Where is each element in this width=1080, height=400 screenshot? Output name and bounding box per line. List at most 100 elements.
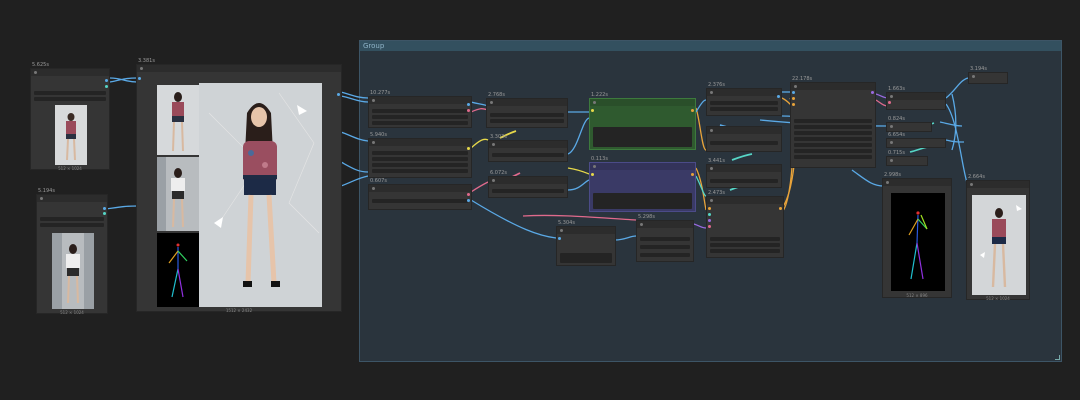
collapse-dot[interactable] [34,71,37,74]
prompt-text-area[interactable] [593,127,692,147]
collapse-dot[interactable] [372,99,375,102]
input-port[interactable] [708,213,711,216]
workflow-node[interactable]: 3.441s [706,158,782,188]
workflow-node[interactable]: 3.194s [968,66,1008,84]
input-port[interactable] [888,101,891,104]
input-port[interactable] [138,77,141,80]
output-image-node[interactable]: 2.664s 512 × 1024 [966,174,1030,301]
group-resize-handle[interactable] [1055,355,1060,360]
collapse-dot[interactable] [890,125,893,128]
workflow-node[interactable]: 2.376s [706,82,782,116]
input-port[interactable] [708,225,711,228]
workflow-node[interactable]: 5.940s [368,132,472,178]
collapse-dot[interactable] [972,75,975,78]
output-port[interactable] [467,199,470,202]
output-port[interactable] [691,109,694,112]
widget[interactable] [372,109,468,113]
widget[interactable] [372,199,468,203]
widget[interactable] [372,121,468,125]
output-port[interactable] [467,193,470,196]
positive-prompt-node[interactable]: 1.222s [589,92,696,150]
collapse-dot[interactable] [794,85,797,88]
widget[interactable] [492,153,564,157]
workflow-node[interactable]: 6.072s [488,170,568,198]
widget[interactable] [710,243,780,247]
widget[interactable] [40,223,104,227]
widget[interactable] [34,97,106,101]
collapse-dot[interactable] [492,179,495,182]
workflow-node[interactable]: 22.178s [790,76,876,168]
workflow-node[interactable] [706,126,782,152]
widget[interactable] [794,119,872,123]
widget[interactable] [794,149,872,153]
output-port[interactable] [467,109,470,112]
output-port[interactable] [103,207,106,210]
widget[interactable] [710,249,780,253]
input-port[interactable] [591,109,594,112]
widget[interactable] [492,189,564,193]
collapse-dot[interactable] [710,91,713,94]
input-port[interactable] [558,237,561,240]
collapse-dot[interactable] [710,129,713,132]
collapse-dot[interactable] [372,141,375,144]
widget[interactable] [34,91,106,95]
collapse-dot[interactable] [492,143,495,146]
input-port[interactable] [792,97,795,100]
input-port[interactable] [708,207,711,210]
widget[interactable] [794,125,872,129]
widget[interactable] [794,137,872,141]
widget[interactable] [372,115,468,119]
pose-preview-node[interactable]: 2.998s 512 × 896 [882,172,952,298]
output-port[interactable] [871,91,874,94]
collapse-dot[interactable] [140,67,143,70]
widget[interactable] [372,169,468,173]
workflow-node[interactable]: 0.607s [368,178,472,210]
workflow-node[interactable]: 5.304s [556,220,616,266]
collapse-dot[interactable] [890,95,893,98]
collapse-dot[interactable] [372,187,375,190]
input-port[interactable] [792,91,795,94]
pose-thumbnail-preview[interactable] [157,233,199,307]
workflow-node[interactable]: 0.824s [886,116,932,132]
workflow-node[interactable]: 3.303s [488,134,568,162]
widget[interactable] [794,155,872,159]
collapse-dot[interactable] [593,165,596,168]
output-port[interactable] [777,95,780,98]
output-port[interactable] [105,79,108,82]
output-port[interactable] [779,207,782,210]
output-port[interactable] [103,212,106,215]
collapse-dot[interactable] [890,159,893,162]
widget[interactable] [372,157,468,161]
output-image-preview[interactable] [972,195,1026,295]
main-image-preview[interactable] [199,83,322,307]
prompt-text-area[interactable] [593,193,692,209]
collapse-dot[interactable] [560,229,563,232]
negative-prompt-node[interactable]: 0.113s [589,156,696,212]
input-port[interactable] [792,103,795,106]
workflow-node[interactable]: 0.715s [886,150,928,166]
collapse-dot[interactable] [640,223,643,226]
collapse-dot[interactable] [710,167,713,170]
workflow-node[interactable]: 10.277s [368,90,472,128]
image-batch-preview-node[interactable]: 3.381s [136,58,342,313]
widget[interactable] [372,163,468,167]
thumbnail-preview[interactable] [157,85,199,155]
widget[interactable] [710,107,778,111]
workflow-node[interactable]: 1.663s [886,86,946,110]
input-port[interactable] [708,219,711,222]
workflow-node[interactable]: 5.298s [636,214,694,262]
load-image-node[interactable]: 5.625s 512 × 1024 [30,62,110,171]
widget[interactable] [560,253,612,263]
collapse-dot[interactable] [490,101,493,104]
output-port[interactable] [467,147,470,150]
ksampler-node[interactable]: 2.473s [706,190,784,258]
widget[interactable] [640,237,690,241]
workflow-node[interactable]: 6.654s [886,132,946,148]
thumbnail-preview[interactable] [157,157,199,231]
widget[interactable] [640,245,690,249]
collapse-dot[interactable] [593,101,596,104]
output-port[interactable] [691,173,694,176]
collapse-dot[interactable] [970,183,973,186]
widget[interactable] [794,143,872,147]
collapse-dot[interactable] [710,199,713,202]
